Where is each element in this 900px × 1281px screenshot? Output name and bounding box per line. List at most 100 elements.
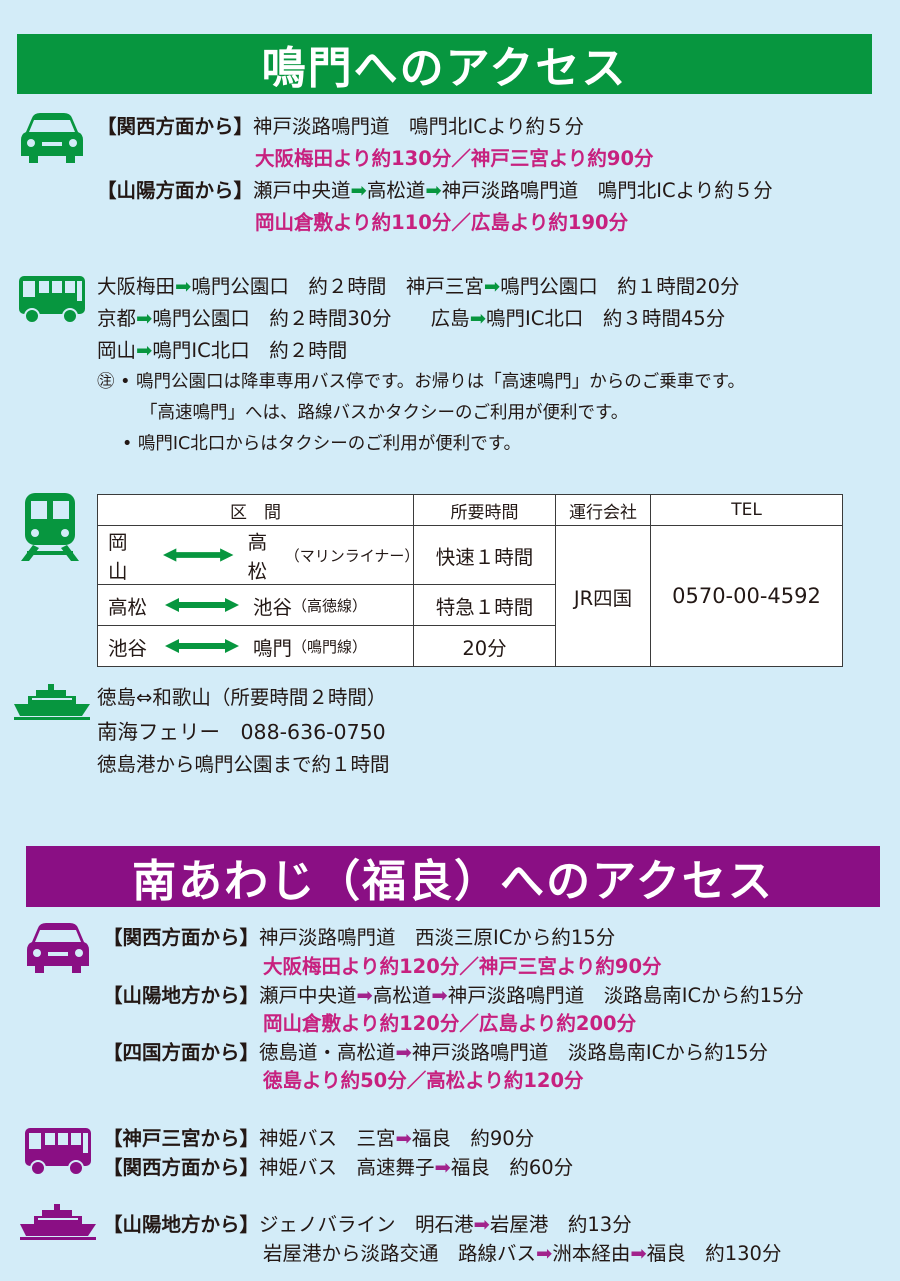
car-icon	[27, 923, 89, 973]
station-to: 高松	[247, 531, 268, 583]
bus-note-3: • 鳴門IC北口からはタクシーのご利用が便利です。	[122, 434, 522, 454]
station-from: 岡山	[108, 531, 128, 583]
awaji-car-sanyo: 【山陽地方から】瀬戸中央道➡高松道➡神戸淡路鳴門道 淡路島南ICから約15分	[103, 986, 804, 1006]
naruto-bus-line-1: 大阪梅田➡鳴門公園口 約２時間 神戸三宮➡鳴門公園口 約１時間20分	[97, 277, 740, 297]
column-header: 所要時間	[413, 494, 556, 526]
time-cell: 快速１時間	[413, 525, 556, 585]
bus-text: 鳴門公園口 約２時間30分 広島	[152, 307, 470, 330]
naruto-bus-line-3: 岡山➡鳴門IC北口 約２時間	[97, 341, 347, 361]
train-icon	[21, 493, 79, 561]
station-to: 池谷	[253, 595, 293, 619]
awaji-ferry-line-1: 【山陽地方から】ジェノバライン 明石港➡岩屋港 約13分	[103, 1215, 632, 1235]
bus-text: 鳴門公園口 約２時間 神戸三宮	[191, 275, 484, 298]
double-arrow-icon	[165, 598, 240, 612]
arrow-icon: ➡	[483, 275, 501, 298]
naruto-car-sanyo-times: 岡山倉敷より約110分／広島より約190分	[255, 211, 629, 234]
time-cell: 特急１時間	[413, 584, 556, 626]
bus-text: 岡山	[97, 339, 137, 362]
section-cell: 岡山 高松 （マリンライナー）	[97, 525, 420, 585]
awaji-car-kansai: 【関西方面から】神戸淡路鳴門道 西淡三原ICから約15分	[103, 928, 615, 948]
route-tag: 【四国方面から】	[103, 1041, 260, 1064]
route-text: 岩屋港 約13分	[489, 1213, 632, 1236]
arrow-icon: ➡	[175, 275, 192, 298]
route-text: 福良 約90分	[411, 1127, 535, 1150]
ferry-icon	[20, 1204, 96, 1240]
bus-icon	[25, 1128, 91, 1176]
arrow-icon: ➡	[473, 1213, 490, 1236]
awaji-section-title: 南あわじ（福良）へのアクセス	[26, 846, 880, 907]
station-from: 高松	[108, 595, 148, 619]
awaji-car-shikoku-times: 徳島より約50分／高松より約120分	[263, 1069, 584, 1092]
ferry-icon	[14, 684, 90, 720]
ferry-line-2: 南海フェリー 088-636-0750	[97, 720, 386, 744]
table-row: 池谷 鳴門（鳴門線） 20分	[97, 625, 843, 667]
bus-text: 京都	[97, 307, 137, 330]
rail-table: 区 間 所要時間 運行会社 TEL 岡山 高松（マリンライナー） 快速１時間 J…	[97, 494, 843, 667]
table-row: 岡山 高松 （マリンライナー） 快速１時間 JR四国 0570-00-4592	[97, 525, 843, 667]
arrow-icon: ➡	[136, 339, 153, 362]
bus-icon	[19, 276, 85, 324]
route-tag: 【関西方面から】	[97, 115, 254, 138]
column-header: 運行会社	[555, 494, 651, 526]
arrow-icon: ➡	[431, 984, 448, 1007]
route-text: 神戸淡路鳴門道 淡路島南ICから約15分	[447, 984, 804, 1007]
route-text: 神戸淡路鳴門道 鳴門北ICより約５分	[253, 115, 584, 138]
route-text: 神姫バス 三宮	[259, 1127, 396, 1150]
route-text: 福良 約130分	[646, 1242, 782, 1265]
naruto-car-sanyo: 【山陽方面から】瀬戸中央道➡高松道➡神戸淡路鳴門道 鳴門北ICより約５分	[97, 181, 773, 201]
route-tag: 【神戸三宮から】	[103, 1127, 260, 1150]
awaji-bus-sannomiya: 【神戸三宮から】神姫バス 三宮➡福良 約90分	[103, 1129, 534, 1149]
bus-note-2: 「高速鳴門」へは、路線バスかタクシーのご利用が便利です。	[140, 403, 629, 423]
section-cell: 高松 池谷（高徳線）	[97, 584, 414, 626]
line-name: （高徳線）	[292, 596, 368, 615]
column-header: 区 間	[97, 494, 414, 526]
bus-text: 大阪梅田	[97, 275, 176, 298]
section-cell: 池谷 鳴門（鳴門線）	[97, 625, 414, 667]
arrow-icon: ➡	[425, 179, 442, 202]
time-cell: 20分	[413, 625, 556, 667]
awaji-bus-kansai: 【関西方面から】神姫バス 高速舞子➡福良 約60分	[103, 1158, 573, 1178]
bus-text: 鳴門IC北口 約３時間45分	[486, 307, 726, 330]
arrow-icon: ➡	[350, 179, 367, 202]
arrow-icon: ➡	[434, 1156, 451, 1179]
naruto-section-title: 鳴門へのアクセス	[17, 34, 872, 94]
route-text: 瀬戸中央道	[253, 179, 351, 202]
ferry-line-3: 徳島港から鳴門公園まで約１時間	[97, 753, 390, 776]
awaji-car-kansai-times: 大阪梅田より約120分／神戸三宮より約90分	[263, 955, 662, 978]
naruto-car-kansai: 【関西方面から】神戸淡路鳴門道 鳴門北ICより約５分	[97, 117, 584, 137]
route-text: 徳島道・高松道	[259, 1041, 396, 1064]
awaji-car-shikoku: 【四国方面から】徳島道・高松道➡神戸淡路鳴門道 淡路島南ICから約15分	[103, 1043, 768, 1063]
route-tag: 【山陽地方から】	[103, 984, 260, 1007]
route-text: 洲本経由	[552, 1242, 631, 1265]
route-text: 高松道	[372, 984, 432, 1007]
double-arrow-icon	[165, 639, 240, 653]
route-text: 神戸淡路鳴門道 鳴門北ICより約５分	[441, 179, 773, 202]
arrow-icon: ➡	[469, 307, 487, 330]
station-from: 池谷	[108, 636, 148, 660]
arrow-icon: ➡	[136, 307, 153, 330]
station-to: 鳴門	[253, 636, 293, 660]
ferry-line-1: 徳島⇔和歌山（所要時間２時間）	[97, 686, 387, 709]
double-arrow-icon	[163, 548, 234, 562]
arrow-icon: ➡	[536, 1242, 553, 1265]
company-cell: JR四国	[555, 525, 651, 667]
route-tag: 【関西方面から】	[103, 1156, 260, 1179]
arrow-icon: ➡	[356, 984, 373, 1007]
arrow-icon: ➡	[395, 1041, 412, 1064]
route-text: 神戸淡路鳴門道 淡路島南ICから約15分	[411, 1041, 769, 1064]
naruto-bus-line-2: 京都➡鳴門公園口 約２時間30分 広島➡鳴門IC北口 約３時間45分	[97, 309, 725, 329]
arrow-icon: ➡	[395, 1127, 412, 1150]
route-text: 神戸淡路鳴門道 西淡三原ICから約15分	[259, 926, 616, 949]
arrow-icon: ➡	[630, 1242, 647, 1265]
route-tag: 【関西方面から】	[103, 926, 260, 949]
line-name: （鳴門線）	[292, 637, 368, 656]
line-name: （マリンライナー）	[284, 546, 420, 565]
car-icon	[21, 113, 83, 163]
route-text: 神姫バス 高速舞子	[259, 1156, 435, 1179]
route-text: 岩屋港から淡路交通 路線バス	[263, 1242, 537, 1265]
route-text: ジェノバライン 明石港	[259, 1213, 474, 1236]
tel-cell: 0570-00-4592	[650, 525, 843, 667]
route-tag: 【山陽地方から】	[103, 1213, 260, 1236]
bus-note-1: ㊟ • 鳴門公園口は降車専用バス停です。お帰りは「高速鳴門」からのご乗車です。	[97, 372, 745, 392]
bus-text: 鳴門IC北口 約２時間	[152, 339, 348, 362]
